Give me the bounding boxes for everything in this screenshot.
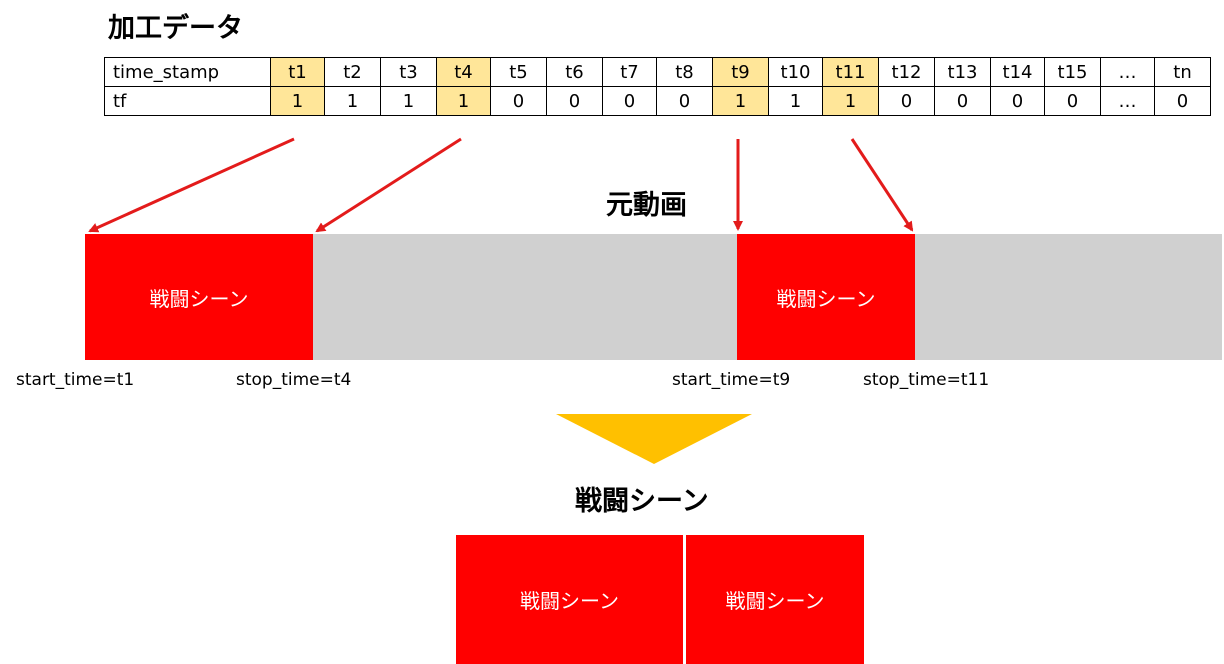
tf-cell: 0 xyxy=(878,86,935,116)
result-title: 戦闘シーン xyxy=(575,486,709,517)
battle-scene-label: 戦闘シーン xyxy=(149,286,249,311)
tf-cell: 1 xyxy=(768,86,823,116)
stop-time-label: stop_time=t4 xyxy=(236,370,352,390)
timestamp-cell: t13 xyxy=(934,57,991,87)
stop-time-label: stop_time=t11 xyxy=(863,370,990,390)
tf-cell: 1 xyxy=(822,86,879,116)
tf-cell: 0 xyxy=(1044,86,1101,116)
result-clip: 戦闘シーン xyxy=(456,535,683,664)
tf-cell: 0 xyxy=(602,86,657,116)
timestamp-cell: t9 xyxy=(712,57,769,87)
row-label-time-stamp: time_stamp xyxy=(104,57,271,87)
timestamp-row: time_stamp t1 t2 t3 t4 t5 t6 t7 t8 t9 t1… xyxy=(104,57,1211,87)
result-clip: 戦闘シーン xyxy=(686,535,864,664)
processed-data-title: 加工データ xyxy=(108,13,243,44)
tf-cell: 1 xyxy=(436,86,491,116)
timestamp-table: time_stamp t1 t2 t3 t4 t5 t6 t7 t8 t9 t1… xyxy=(104,57,1211,116)
tf-cell: 0 xyxy=(546,86,603,116)
mapping-arrow xyxy=(850,138,914,232)
timestamp-cell: t15 xyxy=(1044,57,1101,87)
tf-cell: 1 xyxy=(324,86,381,116)
timestamp-cell: t4 xyxy=(436,57,491,87)
start-time-label: start_time=t9 xyxy=(672,370,791,390)
battle-scene-block: 戦闘シーン xyxy=(737,234,915,360)
timestamp-cell: t8 xyxy=(656,57,713,87)
original-video-title: 元動画 xyxy=(606,190,687,221)
tf-cell: 0 xyxy=(990,86,1045,116)
timestamp-cell: t11 xyxy=(822,57,879,87)
down-arrow-icon xyxy=(556,414,752,464)
timestamp-cell: t5 xyxy=(490,57,547,87)
mapping-arrow xyxy=(315,137,462,233)
tf-cell: 1 xyxy=(712,86,769,116)
battle-scene-block: 戦闘シーン xyxy=(85,234,313,360)
tf-row: tf 1 1 1 1 0 0 0 0 1 1 1 0 0 0 0 … 0 xyxy=(104,86,1211,116)
timestamp-cell: t14 xyxy=(990,57,1045,87)
start-time-label: start_time=t1 xyxy=(16,370,135,390)
timestamp-cell: tn xyxy=(1154,57,1211,87)
result-clip-label: 戦闘シーン xyxy=(520,589,619,613)
timestamp-cell: t2 xyxy=(324,57,381,87)
timestamp-cell: t7 xyxy=(602,57,657,87)
tf-cell: 0 xyxy=(1154,86,1211,116)
battle-scene-label: 戦闘シーン xyxy=(776,286,876,311)
tf-cell: … xyxy=(1100,86,1155,116)
mapping-arrow xyxy=(88,137,295,233)
tf-cell: 0 xyxy=(490,86,547,116)
result-clip-label: 戦闘シーン xyxy=(725,589,825,613)
